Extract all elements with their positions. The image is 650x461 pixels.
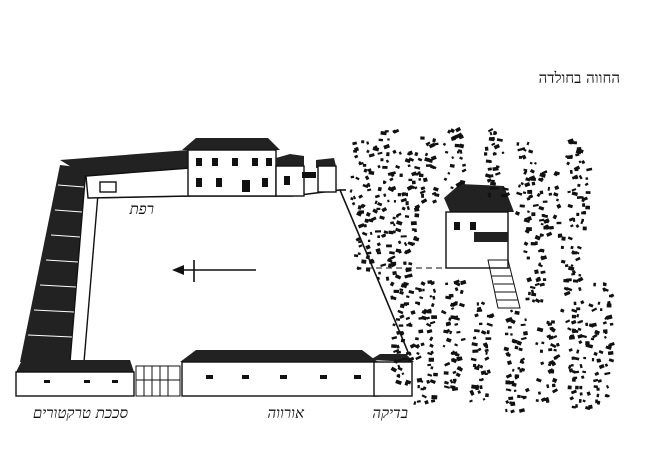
label-cowshed: רפת	[129, 200, 154, 218]
label-stable: אורווה	[267, 404, 305, 422]
label-tractor-shed: סככת טרקטורים	[33, 404, 129, 422]
orchard-trees	[349, 126, 615, 414]
main-building	[182, 138, 337, 197]
tractor-shed	[20, 150, 191, 363]
direction-arrow	[172, 260, 256, 282]
courtyard	[71, 189, 409, 361]
label-inspection: בדיקה	[372, 404, 408, 422]
house-in-orchard	[444, 184, 521, 309]
page-title: החווה בחולדה	[539, 69, 620, 87]
gate-building	[15, 360, 181, 397]
stable	[180, 350, 414, 397]
